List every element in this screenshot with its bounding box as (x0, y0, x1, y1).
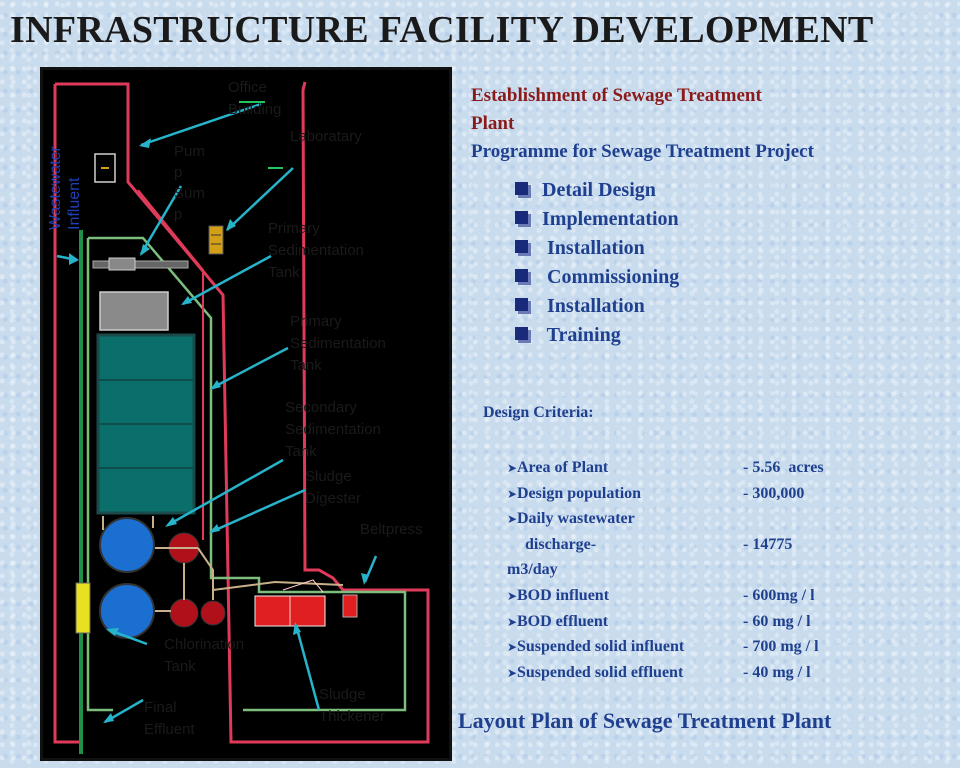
design-criteria-title: Design Criteria: (483, 404, 594, 421)
secondary-clarifier-2 (99, 583, 155, 639)
label-sludge-thickener: Sludge Thickener (319, 686, 385, 725)
phase-item: Commissioning (515, 263, 679, 292)
phase-item: Training (515, 321, 679, 350)
checkbox-bullet-icon (515, 269, 528, 282)
sludge-digester-3 (200, 600, 226, 626)
establishment-line-1: Establishment of Sewage Treatment (471, 85, 762, 106)
label-wastewater-influent: Wastewater Influent (47, 146, 83, 230)
criteria-item: ➤Suspended solid effluent- 40 mg / l (507, 660, 907, 686)
phase-item: Detail Design (515, 176, 679, 205)
arrow-bullet-icon: ➤ (507, 614, 518, 629)
project-heading: Establishment of Sewage Treatment Plant … (471, 82, 931, 166)
label-primary-sedimentation-tank-1: Primary Sedimentation Tank (268, 220, 364, 281)
phase-item: Installation (515, 234, 679, 263)
plant-layout-drawing (43, 70, 449, 758)
label-sludge-digester: Sludge Digester (305, 468, 361, 507)
arrow-bullet-icon: ➤ (507, 640, 518, 655)
laboratory (208, 225, 224, 255)
checkbox-bullet-icon (515, 327, 528, 340)
label-final-effluent: Final Effluent (144, 699, 195, 738)
chlorination-tank (75, 582, 91, 634)
arrow-heads (69, 138, 369, 723)
criteria-item: ➤Daily wastewater (507, 506, 907, 532)
primary-sedimentation-tank-1 (99, 291, 169, 331)
criteria-item: ➤BOD influent- 600mg / l (507, 583, 907, 609)
criteria-item: ➤Suspended solid influent- 700 mg / l (507, 634, 907, 660)
arrow-bullet-icon: ➤ (507, 461, 518, 475)
office-building (94, 153, 116, 183)
label-laboratory: Laboratary (290, 128, 362, 145)
criteria-item: ➤BOD effluent- 60 mg / l (507, 609, 907, 635)
page-title: INFRASTRUCTURE FACILITY DEVELOPMENT (10, 9, 874, 51)
arrow-bullet-icon: ➤ (507, 588, 518, 603)
site-boundary (55, 81, 430, 744)
design-criteria-list: ➤Area of Plant- 5.56 acres ➤Design popul… (507, 455, 907, 685)
label-beltpress: Beltpress (360, 521, 423, 538)
secondary-clarifier-1 (99, 517, 155, 573)
arrow-bullet-icon: ➤ (507, 665, 518, 680)
layout-plan-caption: Layout Plan of Sewage Treatment Plant (458, 708, 832, 733)
criteria-item: discharge-- 14775 (517, 535, 793, 553)
label-pump-sump: Pum p Sum p (174, 143, 205, 223)
plant-layout-plan (40, 67, 452, 761)
arrow-bullet-icon: ➤ (507, 512, 518, 527)
checkbox-bullet-icon (515, 240, 528, 253)
beltpress (342, 594, 358, 618)
programme-phase-list: Detail Design Implementation Installatio… (515, 176, 679, 350)
label-secondary-sedimentation-tank: Secondary Sedimentation Tank (285, 399, 381, 460)
criteria-item: m3/day (507, 561, 558, 579)
label-chlorination-tank: Chlorination Tank (164, 636, 245, 675)
criteria-item: ➤Area of Plant- 5.56 acres (507, 455, 907, 481)
programme-heading: Programme for Sewage Treatment Project (471, 141, 814, 162)
label-primary-sedimentation-tank-2: Primary Sedimentation Tank (290, 313, 386, 374)
pump-sump (92, 260, 189, 269)
checkbox-bullet-icon (515, 298, 528, 311)
checkbox-bullet-icon (515, 211, 528, 224)
label-office-building: Office Building (228, 79, 282, 118)
phase-item: Implementation (515, 205, 679, 234)
phase-item: Installation (515, 292, 679, 321)
criteria-item: ➤Design population- 300,000 (507, 481, 907, 507)
sludge-digester-2 (169, 598, 199, 628)
checkbox-bullet-icon (515, 182, 528, 195)
arrow-bullet-icon: ➤ (507, 486, 518, 501)
establishment-line-2: Plant (471, 113, 515, 134)
